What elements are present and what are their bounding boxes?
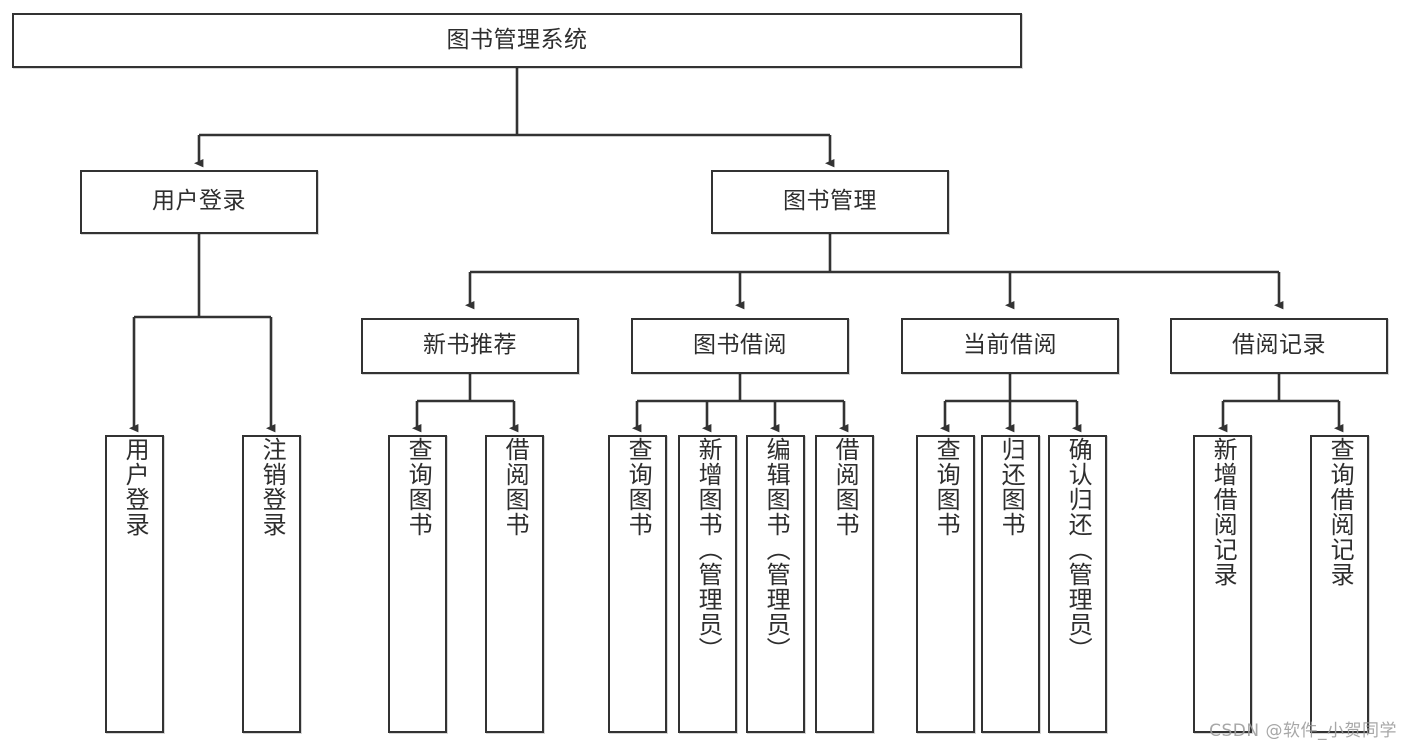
node-label: 用户登录 bbox=[152, 188, 246, 215]
node-label: 新增图书（管理员） bbox=[694, 437, 723, 662]
leaf-user-login[interactable]: 用户登录 bbox=[105, 435, 164, 733]
node-root-system[interactable]: 图书管理系统 bbox=[12, 13, 1022, 68]
node-label: 新增借阅记录 bbox=[1209, 437, 1238, 587]
node-label: 编辑图书（管理员） bbox=[762, 437, 791, 662]
node-label: 当前借阅 bbox=[963, 332, 1057, 359]
leaf-query-borrow-record[interactable]: 查询借阅记录 bbox=[1310, 435, 1369, 733]
leaf-add-borrow-record[interactable]: 新增借阅记录 bbox=[1193, 435, 1252, 733]
node-current-borrow[interactable]: 当前借阅 bbox=[901, 318, 1119, 374]
leaf-confirm-return-admin[interactable]: 确认归还（管理员） bbox=[1048, 435, 1107, 733]
node-label: 查询借阅记录 bbox=[1326, 437, 1355, 587]
leaf-query-book-recommend[interactable]: 查询图书 bbox=[388, 435, 447, 733]
node-label: 查询图书 bbox=[404, 437, 433, 537]
node-label: 新书推荐 bbox=[423, 332, 517, 359]
node-label: 图书管理系统 bbox=[446, 26, 588, 53]
node-label: 借阅图书 bbox=[501, 437, 530, 537]
node-new-book-recommend[interactable]: 新书推荐 bbox=[361, 318, 579, 374]
node-label: 用户登录 bbox=[121, 437, 150, 537]
node-label: 图书管理 bbox=[783, 188, 877, 215]
watermark-text: CSDN @软件_小贺同学 bbox=[1209, 721, 1397, 741]
leaf-edit-book-admin[interactable]: 编辑图书（管理员） bbox=[746, 435, 805, 733]
node-label: 注销登录 bbox=[258, 437, 287, 537]
node-user-login[interactable]: 用户登录 bbox=[80, 170, 318, 234]
node-book-borrow[interactable]: 图书借阅 bbox=[631, 318, 849, 374]
leaf-add-book-admin[interactable]: 新增图书（管理员） bbox=[678, 435, 737, 733]
node-label: 借阅图书 bbox=[831, 437, 860, 537]
leaf-borrow-book[interactable]: 借阅图书 bbox=[815, 435, 874, 733]
node-label: 确认归还（管理员） bbox=[1064, 437, 1093, 662]
node-label: 归还图书 bbox=[997, 437, 1026, 537]
node-label: 查询图书 bbox=[624, 437, 653, 537]
node-borrow-record[interactable]: 借阅记录 bbox=[1170, 318, 1388, 374]
leaf-borrow-book-recommend[interactable]: 借阅图书 bbox=[485, 435, 544, 733]
node-label: 图书借阅 bbox=[693, 332, 787, 359]
leaf-query-book-current[interactable]: 查询图书 bbox=[916, 435, 975, 733]
leaf-return-book[interactable]: 归还图书 bbox=[981, 435, 1040, 733]
leaf-user-logout[interactable]: 注销登录 bbox=[242, 435, 301, 733]
node-book-manage[interactable]: 图书管理 bbox=[711, 170, 949, 234]
leaf-query-book-borrow[interactable]: 查询图书 bbox=[608, 435, 667, 733]
node-label: 借阅记录 bbox=[1232, 332, 1326, 359]
node-label: 查询图书 bbox=[932, 437, 961, 537]
